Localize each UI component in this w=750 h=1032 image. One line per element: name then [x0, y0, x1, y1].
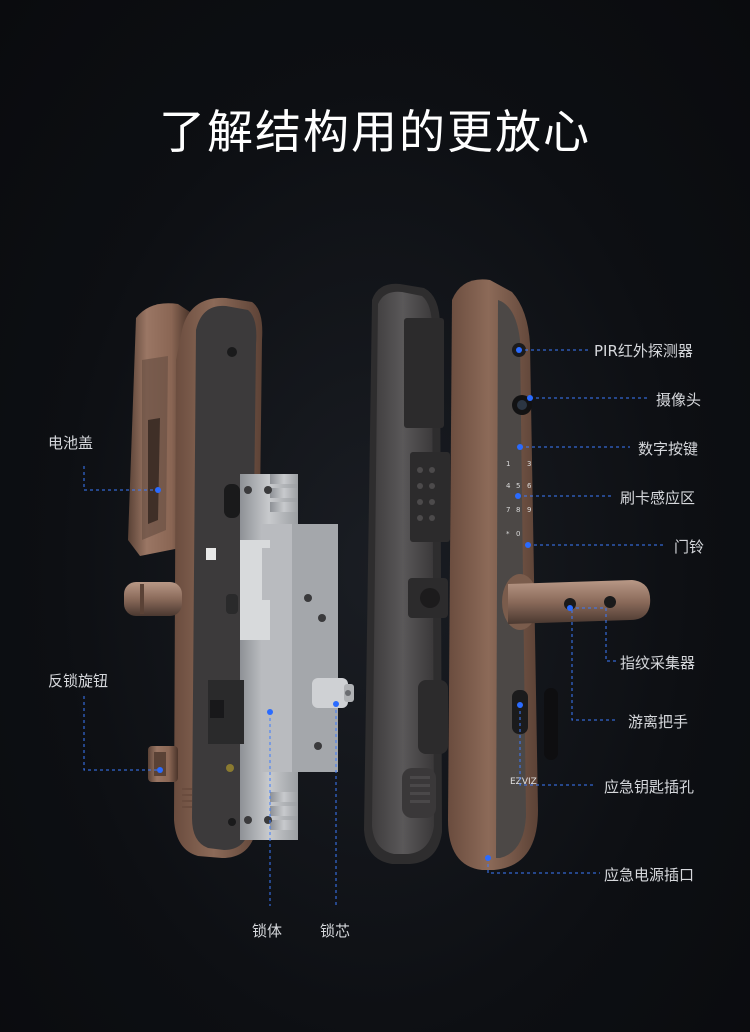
keypad-digit: 4 [506, 482, 511, 490]
inner-handle [124, 582, 182, 616]
reverse-lock-knob [148, 746, 178, 782]
keypad-digit: 0 [516, 530, 520, 538]
mortise-lock-body [208, 474, 354, 840]
outer-handle [502, 574, 651, 630]
keypad-digit: 5 [516, 482, 520, 490]
keypad-digit: 3 [527, 460, 531, 468]
label-emergency-power: 应急电源插口 [604, 866, 695, 884]
label-lock-core: 锁芯 [320, 922, 351, 940]
label-battery-cover: 电池盖 [48, 434, 94, 452]
label-keypad: 数字按键 [638, 440, 699, 458]
label-camera: 摄像头 [656, 391, 702, 409]
label-emergency-keyhole: 应急钥匙插孔 [604, 778, 695, 796]
label-free-handle: 游离把手 [628, 713, 689, 731]
keypad-digit: 8 [516, 506, 520, 514]
label-fingerprint: 指纹采集器 [620, 654, 696, 672]
inner-frame [364, 283, 450, 864]
label-pir-sensor: PIR红外探测器 [594, 342, 693, 360]
front-panel: 1 3 4 5 6 7 8 9 * 0 EZVIZ [448, 279, 558, 870]
keypad-digit: 7 [506, 506, 510, 514]
label-doorbell: 门铃 [674, 538, 705, 556]
label-card-reader: 刷卡感应区 [620, 489, 696, 507]
page-title: 了解结构用的更放心 [159, 105, 591, 159]
keypad-digit: 6 [527, 482, 532, 490]
leader-lines [83, 349, 666, 906]
label-lock-body: 锁体 [252, 922, 283, 940]
label-reverse-lock-knob: 反锁旋钮 [48, 672, 109, 690]
keypad-digit: 9 [527, 506, 531, 514]
keypad-digit: 1 [506, 460, 510, 468]
battery-cover [128, 303, 190, 556]
brand-logo: EZVIZ [510, 777, 537, 787]
keypad-digit: * [506, 530, 510, 538]
marker-dots [155, 347, 573, 861]
